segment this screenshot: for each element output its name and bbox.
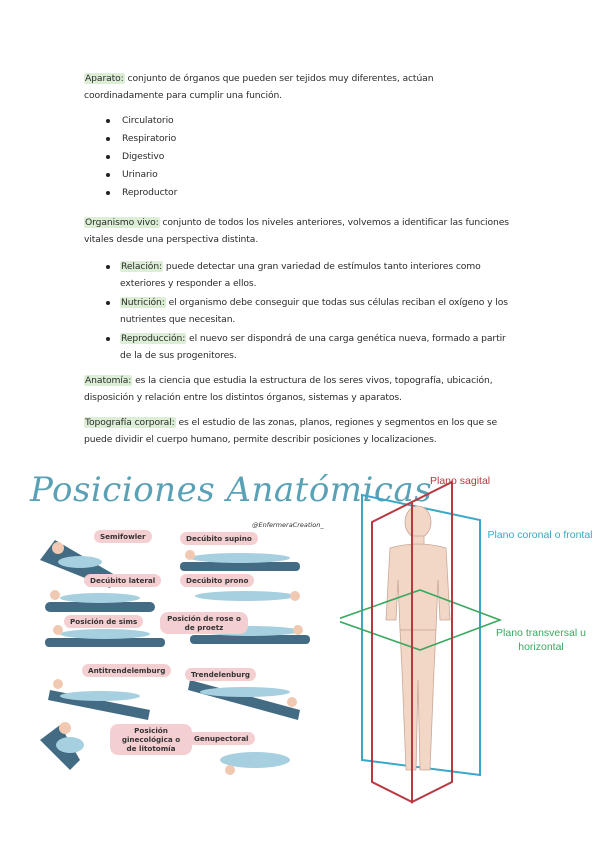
list-item: Circulatorio: [84, 112, 514, 130]
list-item: Respiratorio: [84, 130, 514, 148]
anatomia-paragraph: Anatomía: es la ciencia que estudia la e…: [84, 372, 514, 406]
organismo-paragraph: Organismo vivo: conjunto de todos los ni…: [84, 214, 514, 248]
organismo-text: conjunto de todos los niveles anteriores…: [84, 217, 509, 245]
organismo-list: Relación: puede detectar una gran varied…: [84, 258, 514, 364]
coronal-plane-shape: [361, 493, 481, 777]
list-item-term: Nutrición:: [120, 297, 166, 308]
planes-illustration: [340, 480, 503, 804]
list-item: Nutrición: el organismo debe conseguir q…: [84, 294, 514, 328]
topografia-section: Topografía corporal: es el estudio de la…: [84, 414, 514, 448]
position-label-lateral: Decúbito lateral: [84, 574, 162, 587]
anatomia-term: Anatomía:: [84, 375, 133, 386]
list-item-text: puede detectar una gran variedad de estí…: [120, 261, 481, 289]
anatomia-text: es la ciencia que estudia la estructura …: [84, 375, 493, 403]
list-item-text: el nuevo ser dispondrá de una carga gené…: [120, 333, 506, 361]
position-label-sims: Posición de sims: [64, 615, 144, 628]
position-label-antitrendelemburg: Antitrendelemburg: [82, 664, 172, 677]
organismo-section: Organismo vivo: conjunto de todos los ni…: [84, 214, 514, 366]
position-label-semifowler: Semifowler: [94, 530, 152, 543]
list-item: Digestivo: [84, 148, 514, 166]
position-label-ginecologica: Posición ginecológica o de litotomía: [110, 724, 192, 755]
anatomia-section: Anatomía: es la ciencia que estudia la e…: [84, 372, 514, 406]
topografia-term: Topografía corporal:: [84, 417, 176, 428]
transversal-plane-shape: [340, 589, 503, 651]
list-item: Reproducción: el nuevo ser dispondrá de …: [84, 330, 514, 364]
plane-label-transversal: Plano transversal u horizontal: [496, 627, 586, 653]
aparato-paragraph: Aparato: conjunto de órganos que pueden …: [84, 70, 514, 104]
aparato-term: Aparato:: [84, 73, 125, 84]
anatomical-positions-infographic: Posiciones Anatómicas @EnfermeraCreation…: [30, 470, 432, 790]
list-item-term: Reproducción:: [120, 333, 187, 344]
position-label-rose: Posición de rose o de proetz: [160, 612, 248, 634]
topografia-paragraph: Topografía corporal: es el estudio de la…: [84, 414, 514, 448]
organismo-term: Organismo vivo:: [84, 217, 160, 228]
plane-label-sagital: Plano sagital: [430, 475, 491, 487]
infographic-credit: @EnfermeraCreation_: [252, 521, 324, 529]
anatomical-planes-diagram: Plano sagital Plano coronal o frontal Pl…: [340, 470, 599, 810]
aparato-section: Aparato: conjunto de órganos que pueden …: [84, 70, 514, 202]
list-item: Reproductor: [84, 184, 514, 202]
list-item: Relación: puede detectar una gran varied…: [84, 258, 514, 292]
position-label-prono: Decúbito prono: [180, 574, 255, 587]
human-body-figure: [385, 505, 451, 771]
plane-label-coronal: Plano coronal o frontal: [487, 529, 593, 541]
list-item: Urinario: [84, 166, 514, 184]
position-label-trendelenburg: Trendelenburg: [185, 668, 257, 681]
list-item-term: Relación:: [120, 261, 164, 272]
list-item-text: el organismo debe conseguir que todas su…: [120, 297, 508, 325]
topografia-text: es el estudio de las zonas, planos, regi…: [84, 417, 498, 445]
aparato-list: Circulatorio Respiratorio Digestivo Urin…: [84, 112, 514, 202]
aparato-text: conjunto de órganos que pueden ser tejid…: [84, 73, 434, 101]
position-label-supino: Decúbito supino: [180, 532, 258, 545]
position-label-genupectoral: Genupectoral: [188, 732, 255, 745]
infographic-title: Posiciones Anatómicas: [30, 470, 433, 510]
